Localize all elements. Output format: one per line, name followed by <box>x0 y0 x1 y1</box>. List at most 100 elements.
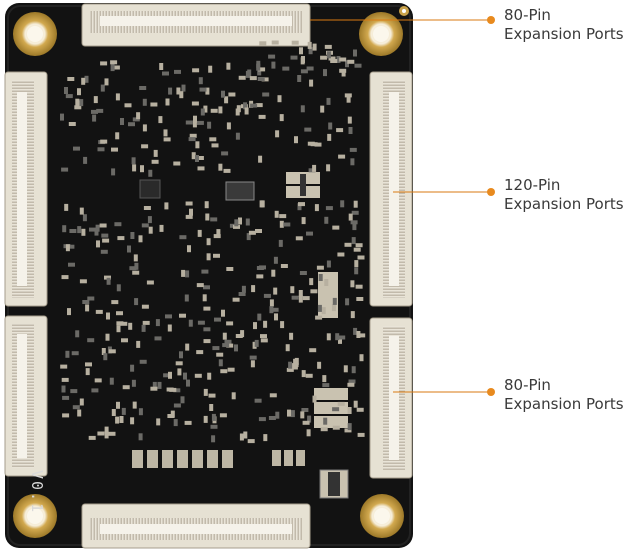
smd-component <box>127 245 131 253</box>
smd-component <box>259 41 267 46</box>
smd-component <box>136 112 141 120</box>
smd-component <box>116 284 121 292</box>
smd-component <box>306 66 314 71</box>
callout-label-top: 80-Pin Expansion Ports <box>504 6 624 44</box>
smd-component <box>316 265 324 270</box>
smd-component <box>179 351 183 359</box>
smd-component <box>184 420 192 425</box>
smd-component <box>350 220 358 225</box>
smd-component <box>222 343 230 348</box>
smd-component <box>306 231 313 236</box>
smd-component <box>165 98 170 106</box>
smd-component <box>207 121 212 129</box>
smd-component <box>193 115 197 123</box>
smd-component <box>121 338 128 343</box>
smd-component <box>271 61 276 69</box>
smd-component <box>192 120 197 128</box>
smd-component <box>327 133 332 141</box>
smd-component <box>185 201 193 206</box>
smd-component <box>245 70 250 78</box>
smd-component <box>260 334 267 339</box>
smd-component <box>280 264 288 268</box>
smd-component <box>216 229 221 237</box>
smd-component <box>62 225 67 233</box>
connector-left-upper <box>4 71 48 307</box>
smd-component <box>257 313 262 321</box>
callout-dot-bottom <box>487 388 495 396</box>
smd-component <box>111 168 116 176</box>
smd-component <box>338 154 346 159</box>
smd-component <box>81 77 86 85</box>
smd-component <box>299 47 303 55</box>
smd-component <box>356 407 364 412</box>
smd-component <box>163 129 168 137</box>
smd-component <box>82 300 90 304</box>
smd-component <box>320 105 325 113</box>
smd-component <box>254 339 259 347</box>
smd-component <box>332 425 340 430</box>
smd-component <box>320 55 328 60</box>
smd-component <box>100 249 108 254</box>
smd-component <box>261 77 269 82</box>
smd-component <box>297 203 302 211</box>
smd-component <box>191 152 196 160</box>
smd-component <box>324 279 329 286</box>
smd-component <box>238 75 246 80</box>
smd-component <box>314 204 319 212</box>
smd-component <box>96 240 100 248</box>
smd-component <box>221 90 225 98</box>
callout-label-bottom-line1: 80-Pin <box>504 376 551 394</box>
smd-component <box>141 144 149 149</box>
smd-component <box>192 68 200 73</box>
smd-component <box>196 283 204 288</box>
smd-component <box>173 388 181 393</box>
smd-component <box>60 113 64 121</box>
smd-component <box>280 321 285 329</box>
smd-component <box>205 87 210 95</box>
smd-component <box>197 320 205 325</box>
smd-component <box>204 201 209 209</box>
smd-component <box>224 96 229 104</box>
smd-component <box>317 304 322 312</box>
smd-component-field <box>60 40 366 444</box>
smd-component <box>324 216 329 224</box>
smd-component <box>347 59 355 64</box>
smd-component <box>273 287 278 295</box>
smd-component <box>100 61 108 66</box>
smd-component <box>331 304 336 312</box>
smd-component <box>120 321 128 326</box>
smd-component <box>320 427 328 432</box>
smd-component <box>318 274 323 281</box>
smd-component <box>164 202 169 210</box>
smd-component <box>85 368 90 376</box>
smd-component <box>255 103 263 108</box>
smd-component <box>314 142 322 147</box>
smd-component <box>196 120 204 125</box>
smd-component <box>300 411 305 419</box>
smd-component <box>248 230 256 235</box>
smd-component <box>310 289 318 294</box>
smd-component <box>263 320 268 328</box>
smd-component <box>326 333 331 341</box>
smd-component <box>302 296 310 301</box>
smd-component <box>61 275 69 280</box>
smd-component <box>350 280 355 288</box>
smd-component <box>326 164 331 172</box>
smd-component <box>112 65 120 70</box>
smd-component <box>121 407 126 415</box>
smd-component <box>355 284 363 289</box>
smd-component <box>312 395 317 403</box>
smd-component <box>203 415 208 423</box>
smd-component <box>111 409 116 416</box>
callout-label-bottom: 80-Pin Expansion Ports <box>504 376 624 414</box>
smd-component <box>294 136 298 144</box>
smd-component <box>138 433 143 441</box>
smd-component <box>348 213 353 221</box>
smd-component <box>159 63 164 70</box>
smd-component <box>227 367 235 372</box>
smd-component <box>243 431 248 439</box>
smd-component <box>95 224 100 232</box>
smd-component <box>323 69 327 77</box>
smd-component <box>348 127 353 134</box>
